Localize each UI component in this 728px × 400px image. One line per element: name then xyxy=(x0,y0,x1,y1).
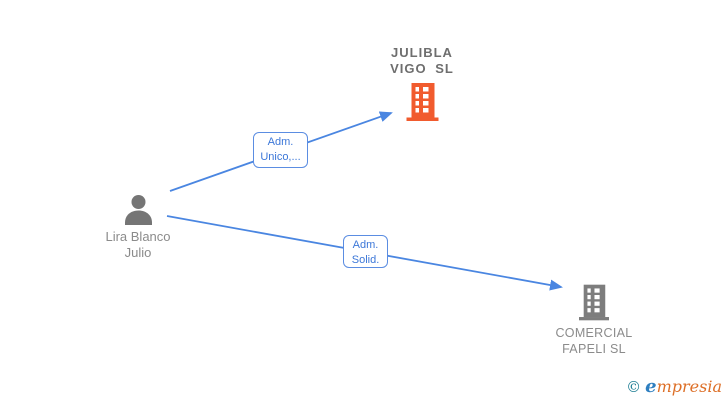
edge-label-adm-solid[interactable]: Adm. Solid. xyxy=(343,235,388,268)
node-company-comercial-fapeli[interactable]: COMERCIAL FAPELI SL xyxy=(534,284,654,357)
company-name-line2: VIGO SL xyxy=(390,61,454,76)
company-name-line1: JULIBLA xyxy=(391,45,453,60)
building-icon-highlighted xyxy=(406,83,438,121)
empresia-watermark[interactable]: ©empresia xyxy=(626,376,722,397)
edge-label-line2: Solid. xyxy=(351,254,380,266)
edge-label-adm-unico[interactable]: Adm. Unico,... xyxy=(253,132,308,168)
edge-label-line1: Adm. xyxy=(352,239,379,251)
brand-logo-letter: e xyxy=(645,376,657,397)
person-name: Lira Blanco Julio xyxy=(78,229,198,261)
node-company-julibla-vigo[interactable]: JULIBLA VIGO SL xyxy=(357,45,487,121)
company-name-julibla-vigo: JULIBLA VIGO SL xyxy=(357,45,487,77)
company-name-line2: FAPELI SL xyxy=(562,342,626,356)
company-name-comercial-fapeli: COMERCIAL FAPELI SL xyxy=(534,325,654,357)
brand-logo-text: mpresia xyxy=(656,377,722,396)
person-name-line1: Lira Blanco xyxy=(105,229,171,244)
node-person[interactable]: Lira Blanco Julio xyxy=(78,194,198,261)
person-name-line2: Julio xyxy=(124,245,152,260)
building-icon xyxy=(579,284,609,321)
edge-label-line2: Unico,... xyxy=(260,151,301,163)
edge-label-line1: Adm. xyxy=(267,136,294,148)
copyright-icon: © xyxy=(626,378,642,396)
company-name-line1: COMERCIAL xyxy=(555,326,633,340)
person-icon xyxy=(124,195,152,225)
